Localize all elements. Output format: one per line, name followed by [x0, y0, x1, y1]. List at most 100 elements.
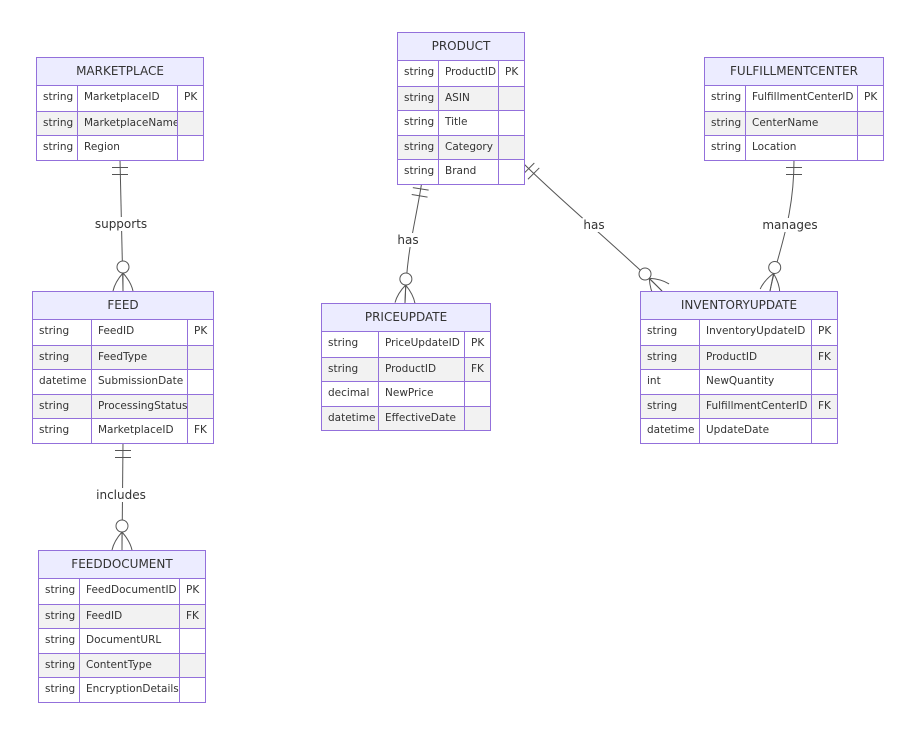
- attribute-key: PK: [177, 86, 203, 111]
- relationship-label: has: [582, 218, 606, 232]
- cardinality-many-foot: [112, 272, 124, 292]
- attribute-type: string: [328, 337, 359, 349]
- attribute-row: decimal NewPrice: [322, 381, 490, 406]
- attribute-key: [179, 653, 205, 677]
- attribute-type: string: [39, 399, 70, 412]
- attribute-key: PK: [179, 579, 205, 604]
- attribute-name: DocumentURL: [79, 629, 179, 653]
- attribute-key: [177, 136, 203, 160]
- relationship-label: supports: [93, 217, 149, 231]
- attribute-key: PK: [464, 332, 490, 357]
- attribute-name: MarketplaceName: [77, 111, 177, 135]
- relationship-label-text: supports: [93, 217, 149, 231]
- attribute-type: datetime: [647, 424, 695, 436]
- attribute-type: string: [647, 399, 678, 412]
- entity-title: FEEDDOCUMENT: [39, 551, 205, 579]
- cardinality-many-foot: [769, 273, 775, 292]
- attribute-name: FeedID: [79, 604, 179, 628]
- attribute-type: string: [647, 350, 678, 363]
- attribute-type: string: [711, 141, 742, 153]
- entity-title: PRICEUPDATE: [322, 304, 490, 332]
- attribute-name: MarketplaceID: [77, 86, 177, 111]
- attribute-type: string: [647, 325, 678, 337]
- attribute-name: ProductID: [699, 345, 811, 369]
- entity-title: FEED: [33, 292, 213, 320]
- cardinality-many-foot: [405, 284, 416, 304]
- cardinality-many-foot: [759, 272, 774, 290]
- attribute-key: [187, 345, 213, 369]
- attribute-type: datetime: [328, 411, 376, 424]
- attribute-name: ProductID: [378, 357, 464, 381]
- attribute-key: PK: [187, 320, 213, 345]
- attribute-row: string ProcessingStatus: [33, 393, 213, 418]
- attribute-type: string: [39, 325, 70, 337]
- attribute-type: string: [45, 634, 76, 646]
- attribute-key: FK: [179, 604, 205, 628]
- attribute-name: PriceUpdateID: [378, 332, 464, 357]
- attribute-key: [857, 136, 883, 160]
- cardinality-zero-circle: [638, 267, 652, 281]
- cardinality-many-foot: [122, 272, 134, 292]
- attribute-type: string: [404, 91, 435, 104]
- attribute-name: NewPrice: [378, 382, 464, 406]
- attribute-type: string: [39, 350, 70, 363]
- attribute-key: FK: [187, 419, 213, 443]
- cardinality-zero-circle: [116, 260, 130, 274]
- attribute-key: [177, 111, 203, 135]
- entity-title: PRODUCT: [398, 33, 524, 61]
- attribute-type: string: [328, 362, 359, 375]
- attribute-name: Brand: [438, 160, 498, 184]
- attribute-type: string: [45, 609, 76, 622]
- attribute-type: decimal: [328, 387, 370, 399]
- attribute-key: [811, 370, 837, 394]
- relationship-label: includes: [95, 488, 147, 502]
- attribute-name: NewQuantity: [699, 370, 811, 394]
- cardinality-many-foot: [394, 284, 407, 303]
- attribute-name: Region: [77, 136, 177, 160]
- attribute-key: [179, 678, 205, 702]
- attribute-type: string: [43, 141, 74, 153]
- relationship-label: has: [396, 233, 420, 247]
- attribute-type: int: [647, 375, 661, 387]
- cardinality-zero-circle: [115, 519, 129, 533]
- attribute-key: [464, 382, 490, 406]
- attribute-key: [498, 111, 524, 135]
- attribute-type: string: [45, 683, 76, 695]
- attribute-name: UpdateDate: [699, 419, 811, 443]
- attribute-name: ProcessingStatus: [91, 394, 187, 418]
- cardinality-many-foot: [649, 277, 670, 285]
- attribute-key: PK: [811, 320, 837, 345]
- attribute-key: PK: [498, 61, 524, 86]
- relationship-label: manages: [761, 218, 819, 232]
- attribute-key: [187, 394, 213, 418]
- attribute-name: ProductID: [438, 61, 498, 86]
- attribute-type: string: [404, 66, 435, 78]
- cardinality-many-foot: [404, 284, 407, 304]
- attribute-name: ASIN: [438, 86, 498, 110]
- cardinality-one-bar: [412, 187, 429, 191]
- attribute-key: FK: [811, 345, 837, 369]
